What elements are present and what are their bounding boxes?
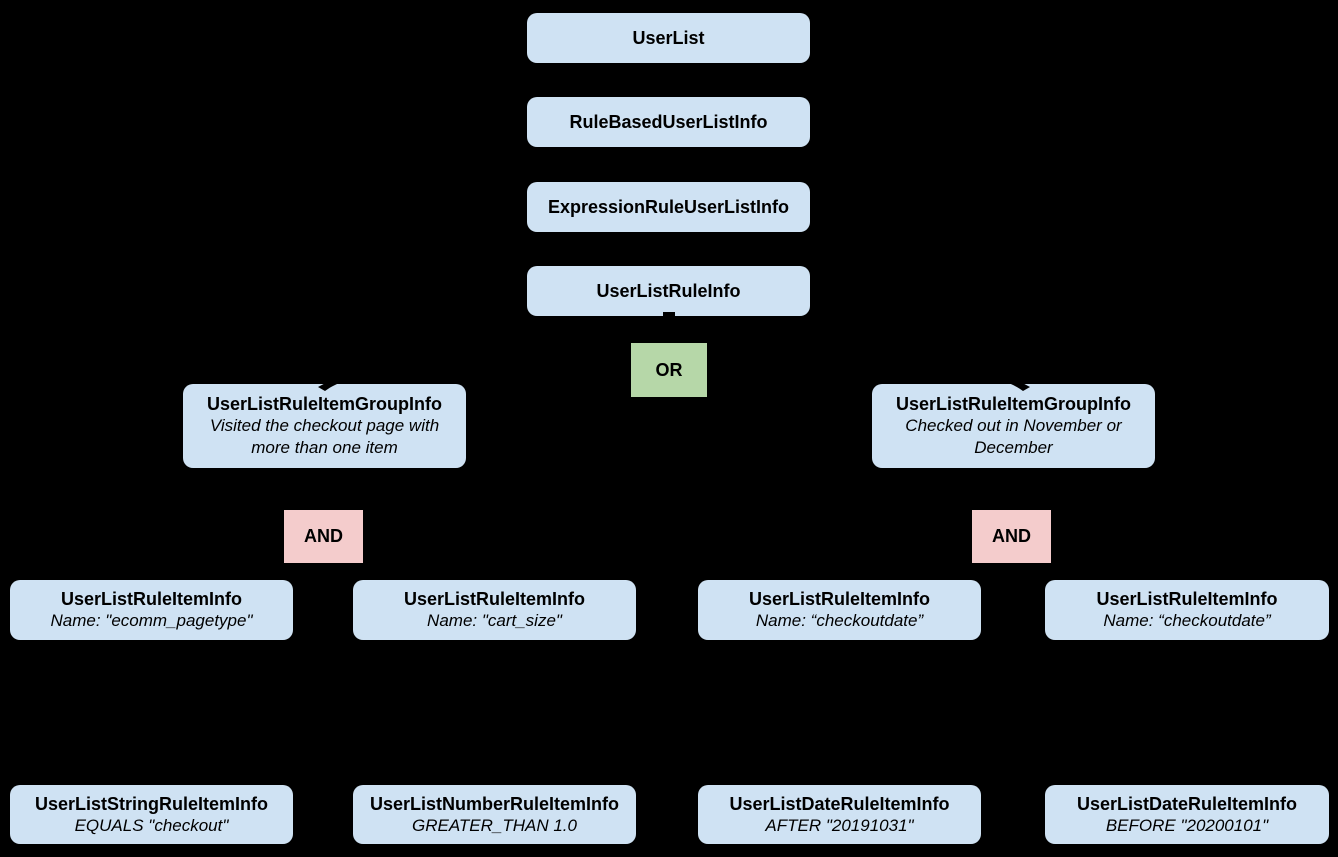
node-userlistruleinfo: UserListRuleInfo [527, 266, 810, 316]
and-operator-right: AND [972, 510, 1051, 563]
rule-item-node-cart-size: UserListRuleItemInfo Name: "cart_size" [353, 580, 636, 640]
rule-item-node-checkoutdate-2: UserListRuleItemInfo Name: “checkoutdate… [1045, 580, 1329, 640]
node-title: UserListRuleItemInfo [403, 589, 586, 609]
node-description: Name: "ecomm_pagetype" [50, 611, 253, 630]
node-title: UserListNumberRuleItemInfo [369, 793, 620, 814]
rule-item-node-ecomm-pagetype: UserListRuleItemInfo Name: "ecomm_pagety… [10, 580, 293, 640]
node-description: Name: "cart_size" [427, 611, 562, 630]
node-expressionruleuserlistinfo: ExpressionRuleUserListInfo [527, 182, 810, 232]
group-node-left: UserListRuleItemGroupInfo Visited the ch… [183, 384, 466, 468]
node-description: Checked out in November or December [905, 416, 1122, 457]
node-description: Name: “checkoutdate” [755, 611, 924, 630]
node-title: RuleBasedUserListInfo [569, 112, 768, 132]
node-userlist: UserList [527, 13, 810, 63]
node-description: EQUALS "checkout" [74, 815, 229, 835]
node-rulebaseduserlistinfo: RuleBasedUserListInfo [527, 97, 810, 147]
node-description: BEFORE "20200101" [1105, 815, 1269, 835]
leaf-node-string-rule: UserListStringRuleItemInfo EQUALS "check… [10, 785, 293, 844]
node-description: GREATER_THAN 1.0 [411, 815, 577, 835]
leaf-node-date-rule-after: UserListDateRuleItemInfo AFTER "20191031… [698, 785, 981, 844]
leaf-node-date-rule-before: UserListDateRuleItemInfo BEFORE "2020010… [1045, 785, 1329, 844]
node-title: UserList [632, 28, 705, 48]
node-title: UserListStringRuleItemInfo [34, 793, 269, 814]
node-title: UserListDateRuleItemInfo [1076, 793, 1298, 814]
node-title: UserListRuleItemInfo [1096, 589, 1278, 609]
node-description: Name: “checkoutdate” [1103, 611, 1271, 630]
node-title: UserListRuleInfo [596, 281, 741, 301]
group-node-right: UserListRuleItemGroupInfo Checked out in… [872, 384, 1155, 468]
or-operator: OR [631, 343, 707, 397]
node-title: ExpressionRuleUserListInfo [547, 197, 790, 217]
and-operator-left: AND [284, 510, 363, 563]
node-title: UserListRuleItemGroupInfo [895, 394, 1132, 414]
node-title: UserListRuleItemInfo [60, 589, 243, 609]
node-description: AFTER "20191031" [765, 815, 914, 835]
rule-item-node-checkoutdate-1: UserListRuleItemInfo Name: “checkoutdate… [698, 580, 981, 640]
node-title: UserListDateRuleItemInfo [729, 793, 950, 814]
node-title: UserListRuleItemInfo [748, 589, 931, 609]
node-title: UserListRuleItemGroupInfo [206, 394, 443, 414]
leaf-node-number-rule: UserListNumberRuleItemInfo GREATER_THAN … [353, 785, 636, 844]
node-description: Visited the checkout page with more than… [209, 416, 440, 457]
